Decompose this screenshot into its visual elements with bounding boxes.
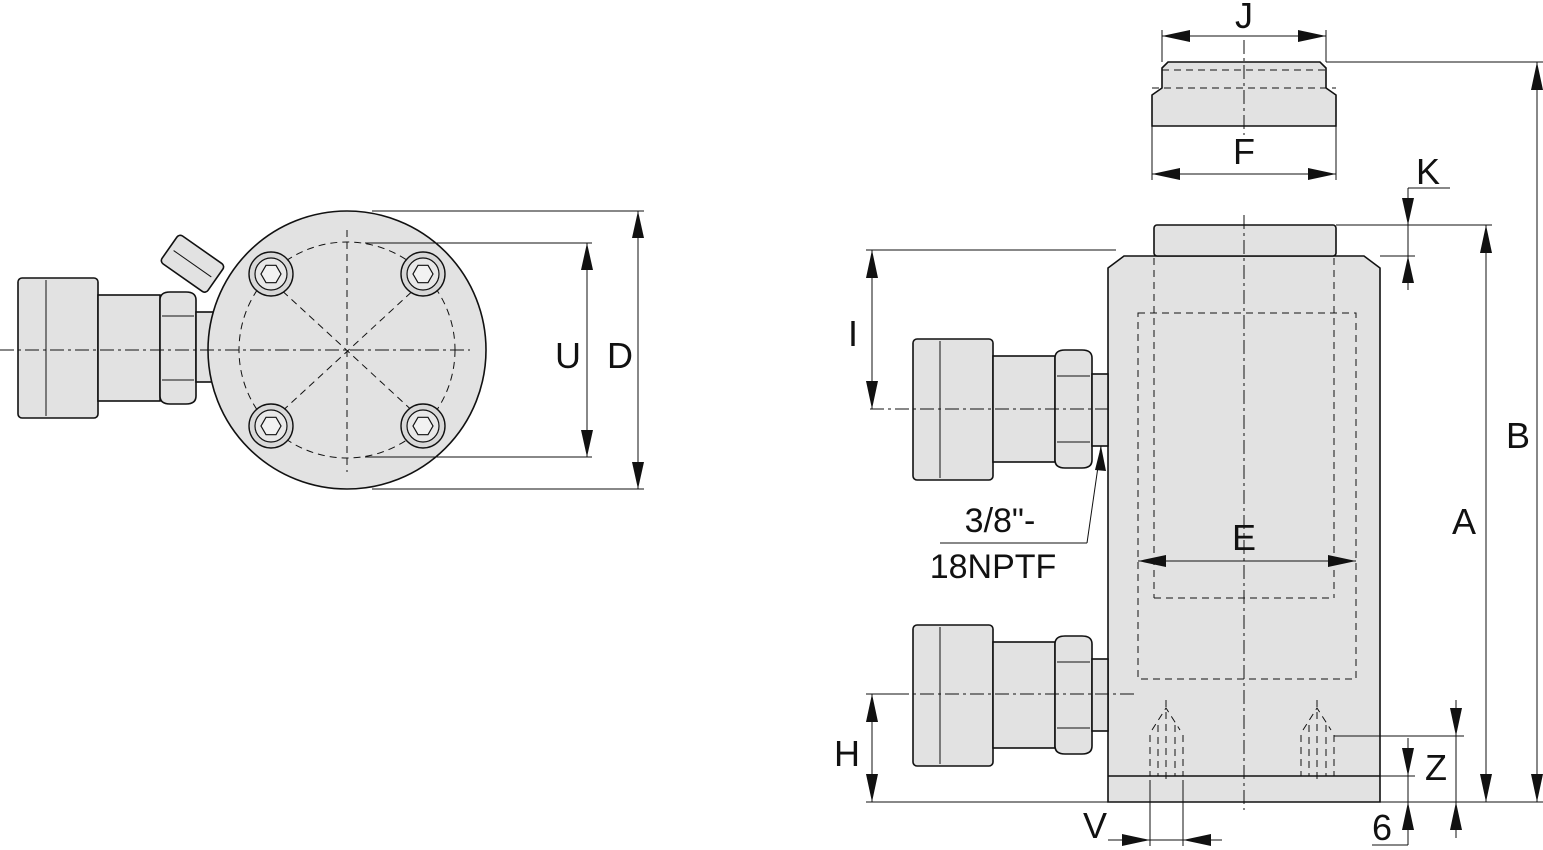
threaded-hole-left — [1149, 700, 1184, 780]
bolt-icon — [400, 251, 446, 297]
label-a: A — [1452, 501, 1476, 542]
top-view: U D — [0, 210, 644, 490]
side-view: J F K I 3/8"- 18NPTF E — [834, 0, 1543, 848]
label-6: 6 — [1372, 807, 1392, 848]
coupler-upper — [912, 338, 1109, 481]
label-z: Z — [1425, 747, 1447, 788]
label-d: D — [607, 335, 633, 376]
label-v: V — [1083, 805, 1107, 846]
label-h: H — [834, 733, 860, 774]
thread-note-line1: 3/8"- — [965, 502, 1036, 540]
label-f: F — [1233, 131, 1255, 172]
label-u: U — [555, 335, 581, 376]
bolt-icon — [400, 403, 446, 449]
label-k: K — [1416, 151, 1440, 192]
threaded-hole-right — [1300, 700, 1335, 780]
thread-note-line2: 18NPTF — [930, 548, 1057, 586]
label-b: B — [1506, 415, 1530, 456]
bolt-icon — [248, 251, 294, 297]
label-j: J — [1235, 0, 1253, 36]
label-i: I — [848, 313, 858, 354]
coupler-lower — [912, 624, 1109, 767]
bolt-icon — [248, 403, 294, 449]
label-e: E — [1232, 517, 1256, 558]
